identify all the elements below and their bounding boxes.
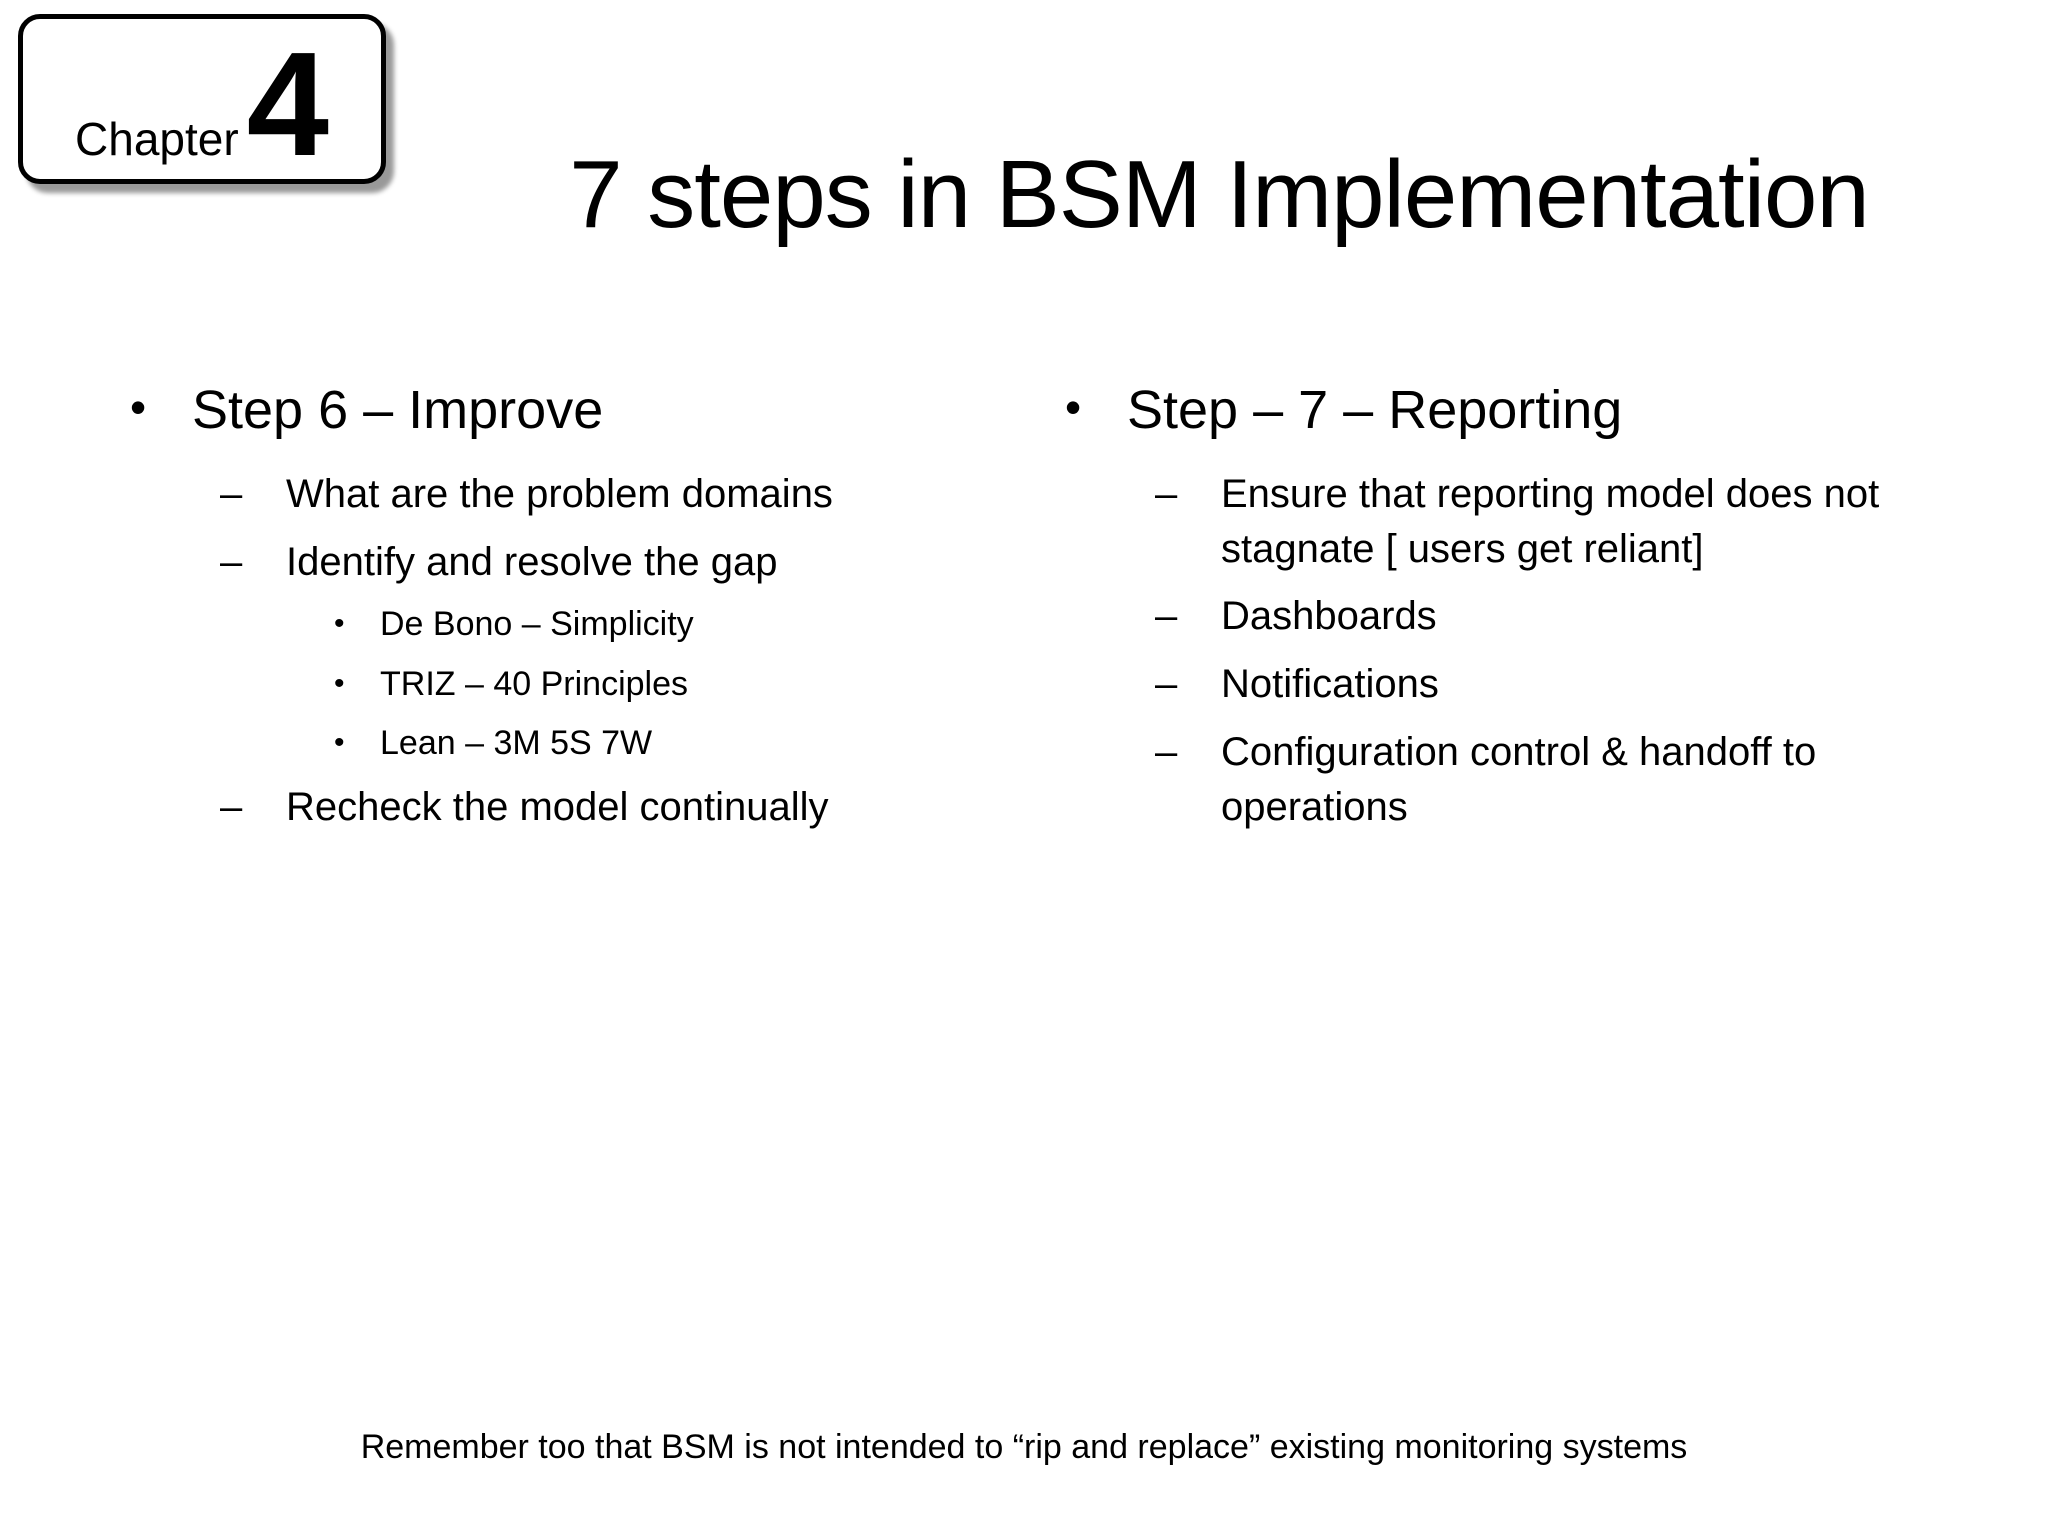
list-item: – Dashboards	[1155, 589, 1945, 644]
bullet-icon: •	[130, 381, 147, 433]
list-item-text: What are the problem domains	[286, 471, 833, 516]
list-item: – What are the problem domains	[220, 467, 1065, 522]
list-item: – Notifications	[1155, 657, 1945, 712]
dash-icon: –	[220, 539, 243, 584]
list-item: – Ensure that reporting model does not s…	[1155, 467, 1945, 577]
dash-icon: –	[1155, 471, 1178, 516]
list-item-text: De Bono – Simplicity	[380, 605, 694, 644]
bullet-icon: •	[334, 607, 345, 641]
list-item-text: Ensure that reporting model does not sta…	[1221, 471, 1880, 571]
list-item-text: Identify and resolve the gap	[286, 539, 778, 584]
dash-icon: –	[1155, 594, 1178, 639]
chapter-label: Chapter	[75, 113, 239, 165]
bullet-icon: •	[1065, 381, 1082, 433]
list-item: • Lean – 3M 5S 7W	[334, 721, 1065, 765]
list-item: – Identify and resolve the gap	[220, 535, 1065, 590]
list-item: – Recheck the model continually	[220, 780, 1065, 835]
dash-icon: –	[220, 784, 243, 829]
dash-icon: –	[220, 471, 243, 516]
list-item-text: TRIZ – 40 Principles	[380, 664, 688, 703]
column-step-6: • Step 6 – Improve – What are the proble…	[130, 378, 1065, 848]
chapter-number: 4	[246, 22, 329, 187]
bullet-icon: •	[334, 666, 345, 700]
list-item-text: Notifications	[1221, 662, 1439, 707]
dash-icon: –	[1155, 662, 1178, 707]
heading-text: Step 6 – Improve	[192, 380, 604, 440]
list-item-text: Recheck the model continually	[286, 784, 829, 829]
page-title: 7 steps in BSM Implementation	[569, 141, 1870, 248]
bullet-icon: •	[334, 725, 345, 759]
list-item: • TRIZ – 40 Principles	[334, 662, 1065, 706]
list-heading: • Step – 7 – Reporting	[1065, 378, 1945, 443]
column-step-7: • Step – 7 – Reporting – Ensure that rep…	[1065, 378, 1945, 848]
list-item-text: Dashboards	[1221, 594, 1437, 639]
dash-icon: –	[1155, 729, 1178, 774]
list-item-text: Lean – 3M 5S 7W	[380, 723, 653, 762]
list-item-text: Configuration control & handoff to opera…	[1221, 729, 1817, 829]
chapter-badge: Chapter 4	[18, 14, 386, 184]
list-item: • De Bono – Simplicity	[334, 602, 1065, 646]
list-item: – Configuration control & handoff to ope…	[1155, 725, 1945, 835]
heading-text: Step – 7 – Reporting	[1127, 380, 1623, 440]
footer-note: Remember too that BSM is not intended to…	[360, 1428, 1688, 1466]
content-columns: • Step 6 – Improve – What are the proble…	[130, 378, 2008, 848]
list-heading: • Step 6 – Improve	[130, 378, 1065, 443]
